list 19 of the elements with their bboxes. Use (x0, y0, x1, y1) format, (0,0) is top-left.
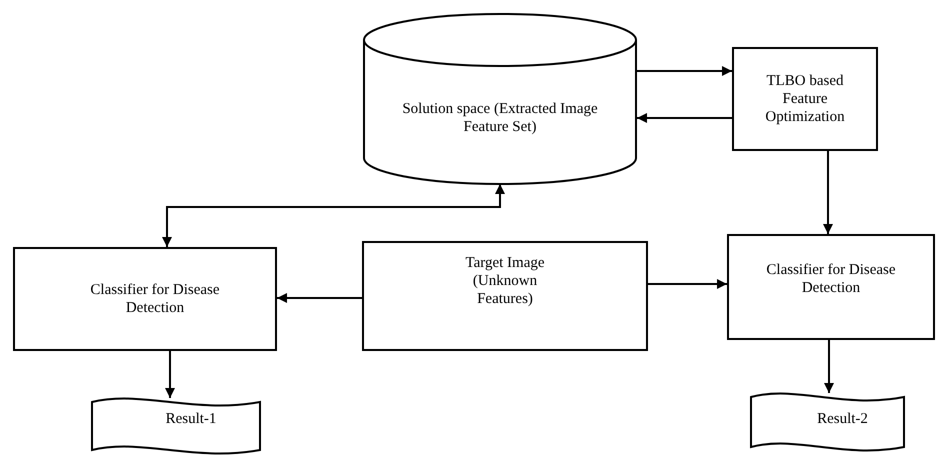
arrow (648, 279, 727, 289)
arrow (637, 66, 732, 76)
node-label: Classifier for Disease Detection (765, 261, 897, 297)
node-label: Solution space (Extracted Image Feature Set) (401, 100, 599, 136)
arrow (277, 293, 362, 303)
process-box (732, 47, 878, 151)
process-box (362, 241, 648, 351)
process-box (727, 234, 935, 340)
arrow (165, 351, 175, 398)
process-box (13, 247, 277, 351)
arrow (637, 113, 732, 123)
arrow (823, 151, 833, 234)
node-label: Result-2 (817, 410, 868, 428)
node-label: Result-1 (166, 410, 216, 428)
arrow (824, 340, 834, 393)
node-label: TLBO based Feature Optimization (764, 72, 846, 126)
node-label: Classifier for Disease Detection (89, 281, 221, 317)
arrow (162, 184, 505, 247)
node-label: Target Image (Unknown Features) (464, 254, 546, 308)
